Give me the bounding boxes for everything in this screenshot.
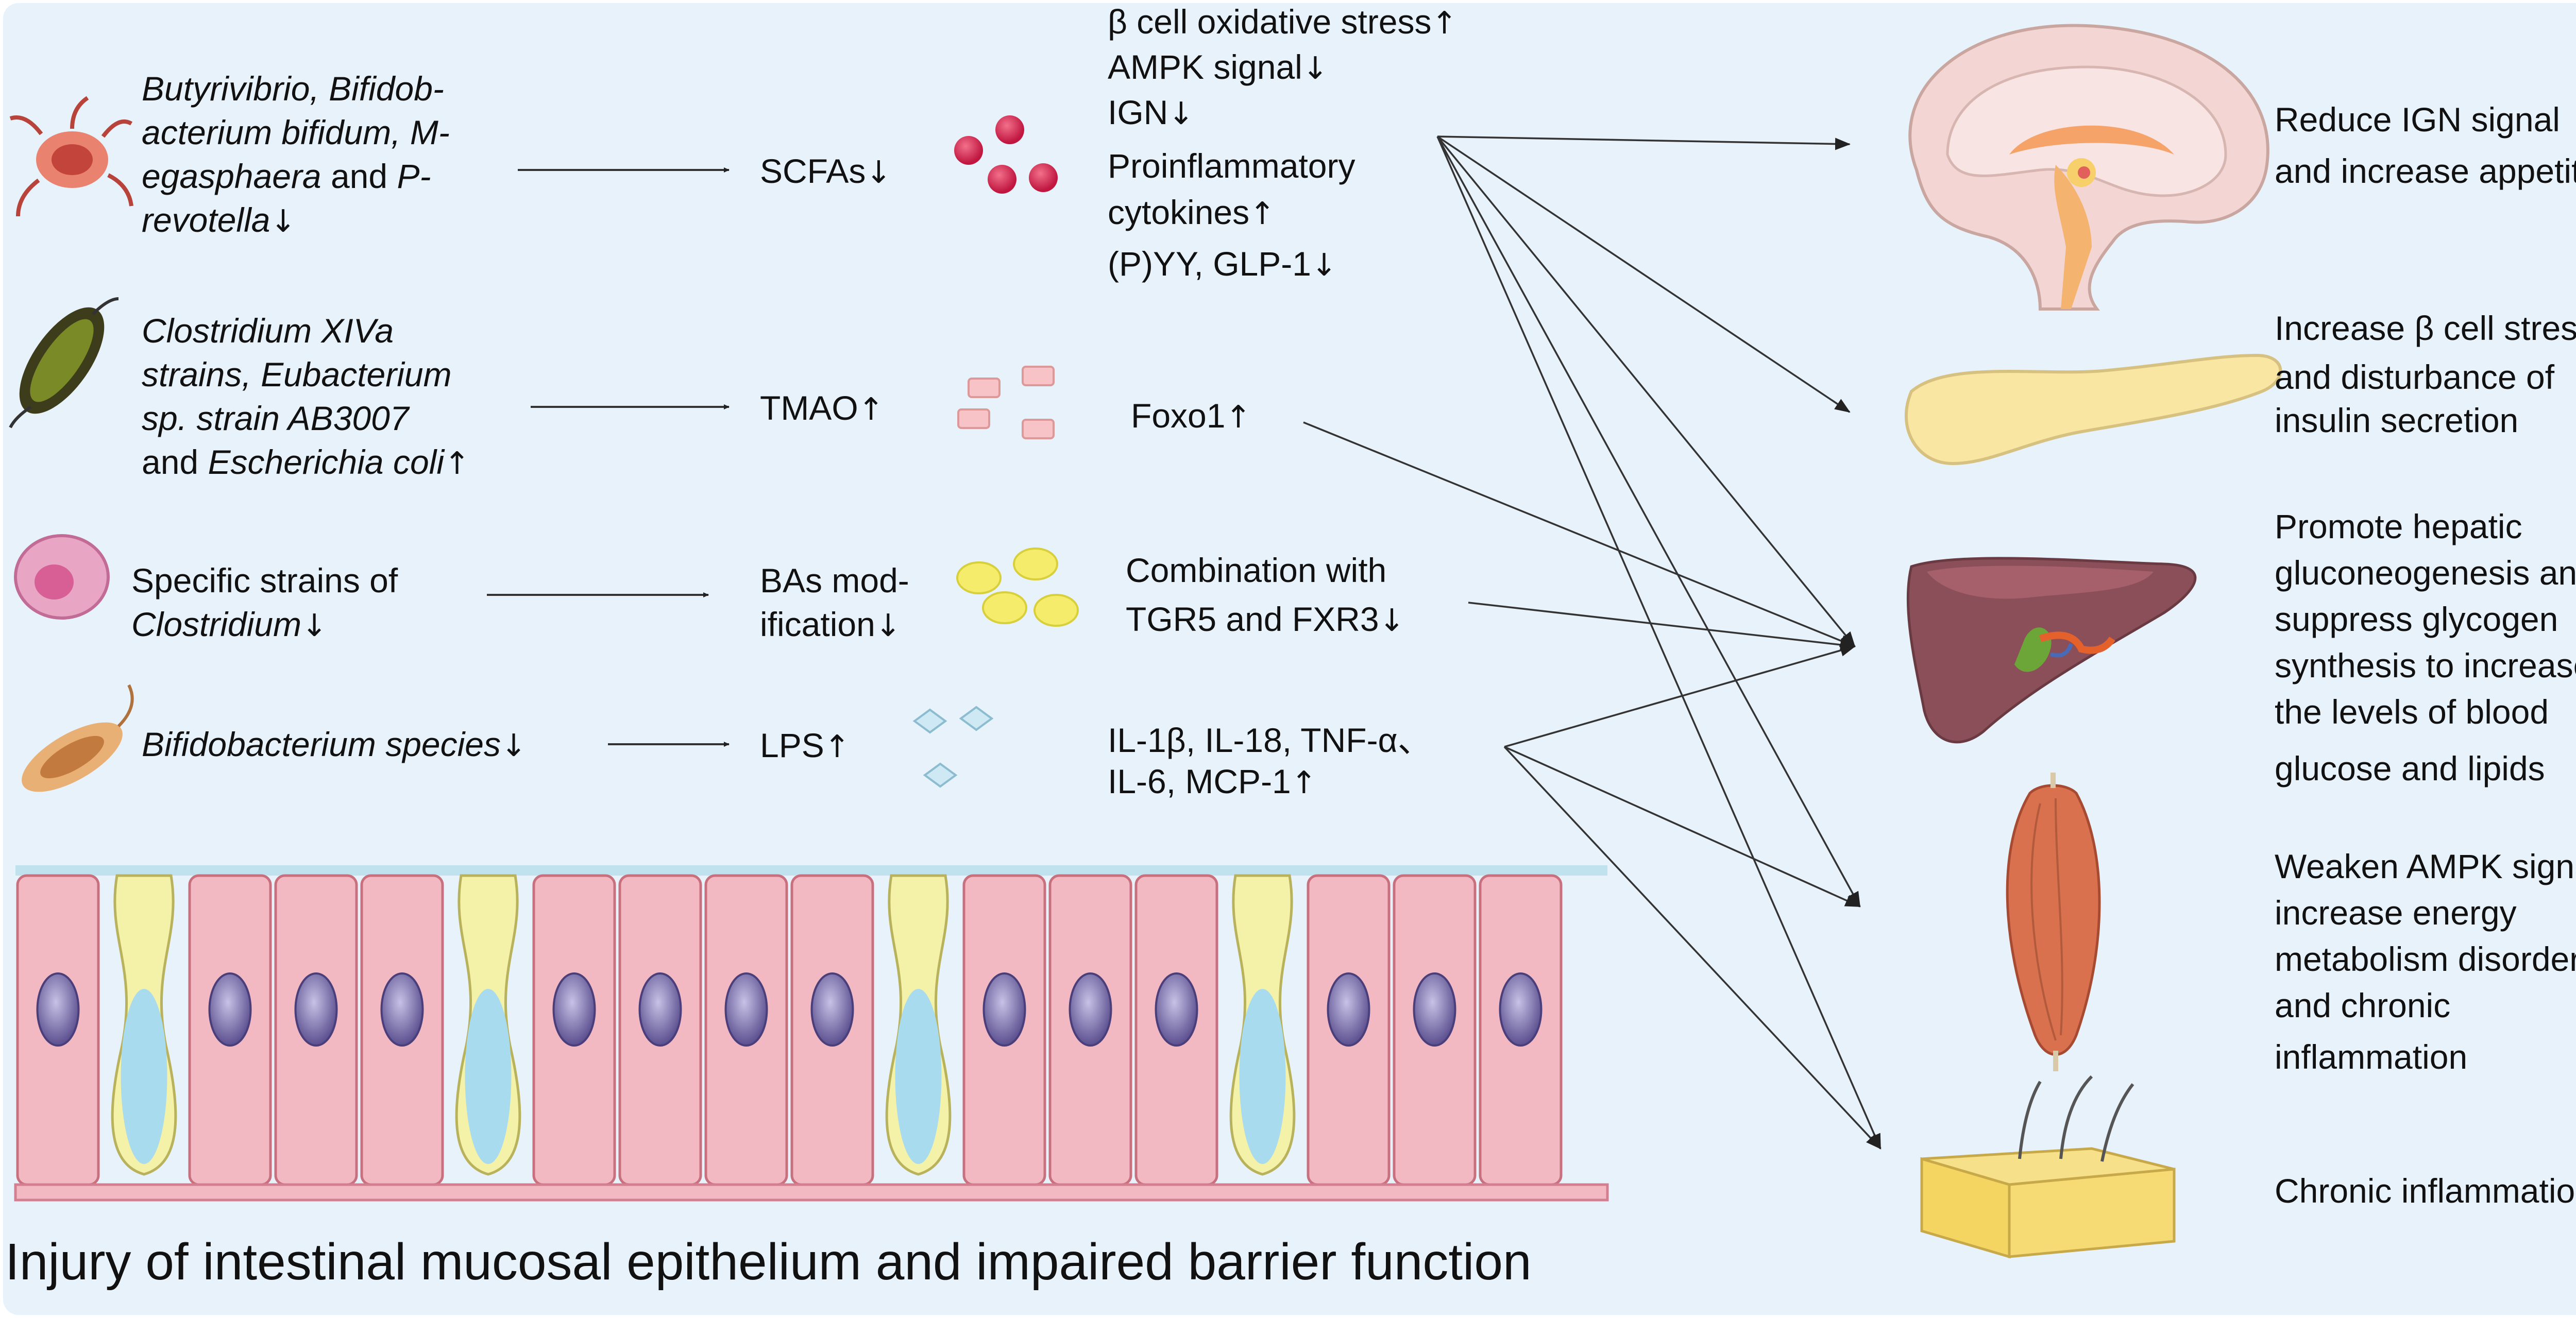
outcome-muscle-line-1: Weaken AMPK signal, [2275, 847, 2576, 885]
up-arrow-icon: ↑ [1291, 765, 1317, 801]
cell-nucleus [982, 972, 1026, 1047]
adipose-tissue-illustration [1920, 1075, 2176, 1259]
down-arrow-icon: ↓ [1168, 96, 1194, 132]
down-arrow-icon: ↓ [501, 728, 527, 764]
outcome-brain-line-2: and increase appetite [2275, 152, 2576, 190]
cell-nucleus [638, 972, 682, 1047]
down-arrow-icon: ↓ [866, 155, 892, 191]
up-arrow-icon: ↑ [444, 446, 470, 482]
outcome-liver-line-3: suppress glycogen [2275, 600, 2558, 638]
tmao-blocks-icon [957, 366, 1055, 439]
effect-4-line-1: IL-1β, IL-18, TNF-α、 [1108, 721, 1432, 759]
cell-nucleus [810, 972, 854, 1047]
outcome-liver-line-4: synthesis to increase [2275, 646, 2576, 684]
microbe-label-2-line-3: sp. strain AB3007 [142, 399, 409, 437]
up-arrow-icon: ↑ [1431, 5, 1458, 41]
outcome-liver-line-6: glucose and lipids [2275, 749, 2545, 788]
mucin-granules [121, 989, 167, 1164]
microbe-label-2-line-4: and Escherichia coli↑ [142, 443, 470, 482]
muscle-illustration [2006, 773, 2101, 1071]
cell-nucleus [1069, 972, 1112, 1047]
metabolite-scfas: SCFAs↓ [760, 152, 892, 191]
microbe-label-2-line-1: Clostridium XIVa [142, 312, 394, 350]
effect-1-line-3: IGN↓ [1108, 93, 1194, 132]
effect-3-line-1: Combination with [1126, 551, 1387, 589]
outcome-adipose: Chronic inflammation [2275, 1172, 2576, 1210]
microbe-label-1-line-2: acterium bifidum, M- [142, 113, 450, 151]
outcome-liver-line-2: gluconeogenesis and [2275, 554, 2576, 592]
effect-3-line-2: TGR5 and FXR3↓ [1126, 600, 1405, 639]
down-arrow-icon: ↓ [1302, 50, 1329, 87]
up-arrow-icon: ↑ [824, 729, 851, 765]
pancreas-illustration [1905, 353, 2282, 466]
metabolite-lps: LPS↑ [760, 726, 851, 765]
cell-nucleus [1499, 972, 1543, 1047]
cell-nucleus [1327, 972, 1370, 1047]
effect-2: Foxo1↑ [1131, 397, 1251, 435]
effect-1-line-6: (P)YY, GLP-1↓ [1108, 245, 1337, 283]
bacterium-pink-icon [14, 534, 110, 620]
cell-nucleus [724, 972, 768, 1047]
bile-acid-ovals-icon [956, 547, 1079, 627]
metabolite-tmao: TMAO↑ [760, 389, 884, 427]
bacterium-bifido-icon [22, 684, 134, 792]
effect-1-line-2: AMPK signal↓ [1108, 48, 1329, 87]
outcome-muscle-line-4: and chronic [2275, 986, 2451, 1024]
effect-1-line-4: Proinflammatory [1108, 147, 1355, 185]
outcome-pancreas-line-2: and disturbance of insulin secretion [2275, 358, 2555, 439]
intestinal-epithelium-illustration [14, 865, 1609, 1202]
microbe-label-1-line-4: revotella↓ [142, 201, 296, 239]
figure-caption: Injury of intestinal mucosal epithelium … [5, 1233, 1532, 1291]
cell-nucleus [380, 972, 424, 1047]
bacterium-red-icon [9, 96, 133, 217]
lps-diamonds-icon [912, 706, 994, 788]
metabolite-bas-line-2: ification↓ [760, 605, 902, 644]
brain-illustration [1908, 24, 2269, 311]
outcome-liver-line-1: Promote hepatic [2275, 507, 2522, 545]
liver-illustration [1906, 557, 2197, 744]
down-arrow-icon: ↓ [270, 203, 296, 239]
up-arrow-icon: ↑ [1225, 399, 1251, 435]
up-arrow-icon: ↑ [858, 391, 884, 427]
cell-nucleus [552, 972, 596, 1047]
outcome-liver-line-5: the levels of blood [2275, 693, 2549, 731]
microbe-label-3-line-1: Specific strains of [131, 561, 398, 600]
pathway-arrows-organs [1303, 135, 1882, 1150]
microbe-label-2-line-2: strains, Eubacterium [142, 355, 452, 393]
cell-nucleus [36, 972, 80, 1047]
microbe-label-3-line-2: Clostridium↓ [131, 605, 328, 644]
effect-1-line-5: cytokines↑ [1108, 193, 1276, 232]
cell-nucleus [294, 972, 338, 1047]
down-arrow-icon: ↓ [1379, 603, 1405, 639]
outcome-muscle-line-2: increase energy [2275, 894, 2517, 932]
outcome-pancreas-line-1: Increase β cell stress [2275, 309, 2576, 347]
down-arrow-icon: ↓ [1311, 247, 1337, 283]
pathway-arrows-left [487, 167, 730, 747]
up-arrow-icon: ↑ [1249, 196, 1276, 232]
down-arrow-icon: ↓ [301, 608, 328, 644]
mucin-granules [465, 989, 512, 1164]
outcome-muscle-line-3: metabolism disorder [2275, 940, 2576, 978]
bacterium-rod-dark-icon [9, 297, 119, 429]
mucin-granules [1239, 989, 1286, 1164]
mucin-granules [895, 989, 942, 1164]
microbe-label-4: Bifidobacterium species↓ [142, 725, 527, 764]
microbe-label-1-line-1: Butyrivibrio, Bifidob- [142, 70, 444, 108]
metabolite-bas-line-1: BAs mod- [760, 561, 909, 600]
scfa-dots-icon [954, 115, 1058, 194]
down-arrow-icon: ↓ [875, 608, 902, 644]
cell-nucleus [1413, 972, 1456, 1047]
cell-nucleus [208, 972, 252, 1047]
microbe-label-1-line-3: egasphaera and P- [142, 157, 431, 195]
outcome-muscle-line-5: inflammation [2275, 1038, 2468, 1076]
effect-4-line-2: IL-6, MCP-1↑ [1108, 762, 1317, 801]
cell-nucleus [1155, 972, 1198, 1047]
outcome-brain-line-1: Reduce IGN signal [2275, 100, 2560, 139]
effect-1-line-1: β cell oxidative stress↑ [1108, 3, 1458, 41]
